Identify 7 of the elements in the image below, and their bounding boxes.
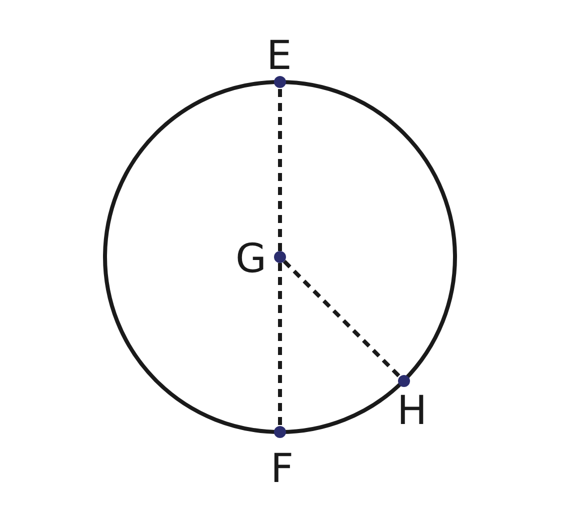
dashed-segment: [278, 263, 282, 426]
point-label: E: [266, 36, 292, 76]
point-label: H: [397, 391, 428, 431]
dashed-segment: [282, 260, 402, 378]
point-label: F: [270, 449, 294, 489]
point-label: G: [236, 239, 266, 279]
dashed-segment: [278, 88, 282, 251]
